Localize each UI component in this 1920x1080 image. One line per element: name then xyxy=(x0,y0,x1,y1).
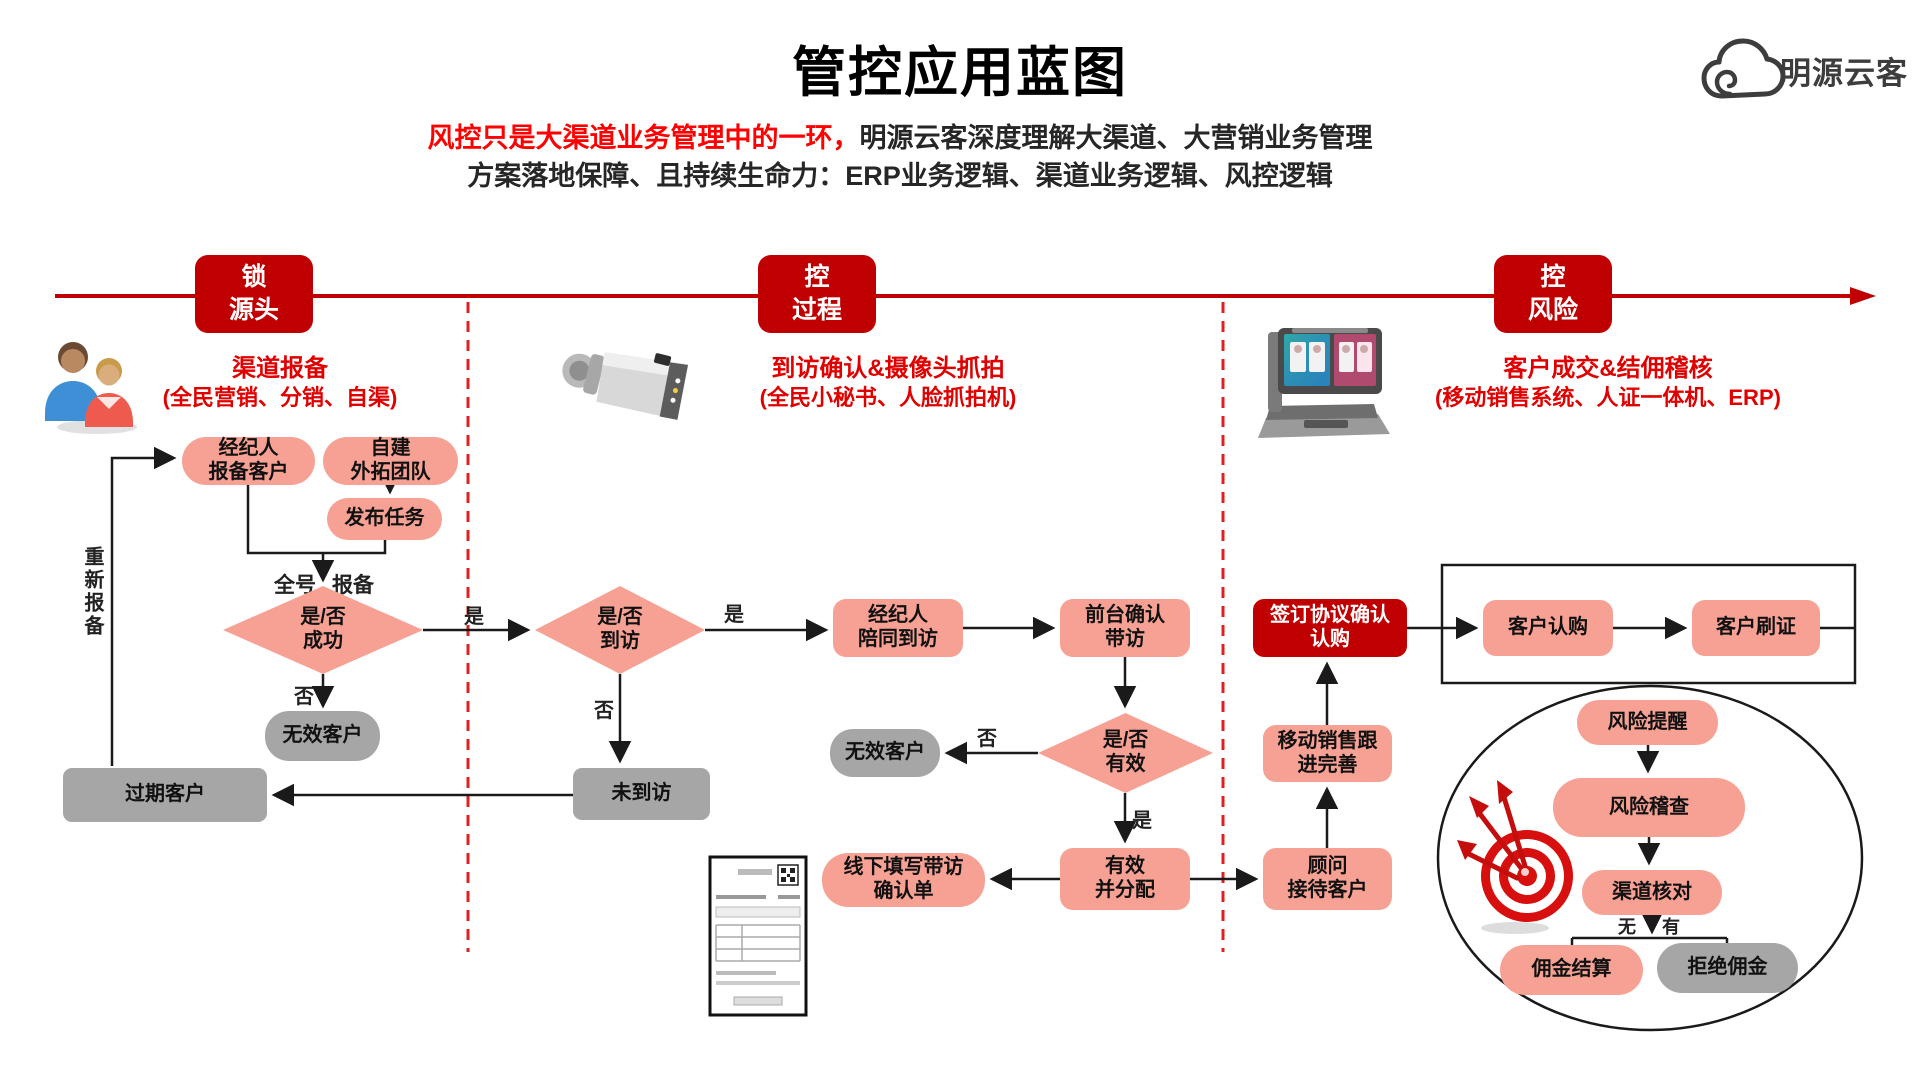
visit-form-icon xyxy=(708,855,808,1022)
subtitle-line-1: 风控只是大渠道业务管理中的一环，明源云客深度理解大渠道、大营销业务管理 xyxy=(428,116,1373,155)
node-valid-and-assign: 有效 并分配 xyxy=(1060,848,1190,910)
node-invalid-customer-1: 无效客户 xyxy=(265,711,380,761)
label-no-2: 否 xyxy=(594,700,614,722)
page-title: 管控应用蓝图 xyxy=(792,43,1128,103)
subtitle-highlight: 风控只是大渠道业务管理中的一环， xyxy=(427,123,860,153)
pos-terminal-icon xyxy=(1248,322,1396,451)
label-have: 有 xyxy=(1662,917,1680,937)
node-offline-form: 线下填写带访 确认单 xyxy=(822,853,985,907)
cloud-logo-icon xyxy=(1701,38,1786,99)
decision-visit: 是/否 到访 xyxy=(535,586,705,674)
node-agent-accompany: 经纪人 陪同到访 xyxy=(833,599,963,657)
node-advisor-reception: 顾问 接待客户 xyxy=(1263,848,1392,910)
label-re-report: 重新报备 xyxy=(81,546,103,638)
node-channel-verify: 渠道核对 xyxy=(1582,870,1722,915)
badge-lock-source: 锁 源头 xyxy=(195,255,313,333)
node-commission-settle: 佣金结算 xyxy=(1500,945,1643,995)
label-yes-1: 是 xyxy=(464,606,484,628)
decision-valid: 是/否 有效 xyxy=(1038,713,1213,793)
dartboard-icon xyxy=(1455,768,1590,945)
node-front-desk-confirm: 前台确认 带访 xyxy=(1060,599,1190,657)
node-refuse-commission: 拒绝佣金 xyxy=(1657,943,1798,993)
decision-success: 是/否 成功 xyxy=(223,586,423,674)
section3-title: 客户成交&结佣稽核 xyxy=(1503,355,1713,382)
node-agent-report: 经纪人 报备客户 xyxy=(182,437,315,485)
node-self-build-team: 自建 外拓团队 xyxy=(323,437,458,485)
section1-subtitle: (全民营销、分销、自渠) xyxy=(162,385,398,410)
node-expired-customer: 过期客户 xyxy=(63,768,267,822)
node-customer-subscribe: 客户认购 xyxy=(1483,600,1613,656)
label-no-1: 否 xyxy=(294,686,314,708)
node-publish-task: 发布任务 xyxy=(327,498,442,540)
label-yes-2: 是 xyxy=(724,604,744,626)
label-no-3: 否 xyxy=(977,728,997,750)
subtitle-rest: 明源云客深度理解大渠道、大营销业务管理 xyxy=(859,123,1373,153)
brand-logo: 明源云客 xyxy=(1700,26,1915,114)
cctv-camera-icon xyxy=(552,338,704,443)
badge-control-risk: 控 风险 xyxy=(1494,255,1612,333)
label-full-number: 全号 xyxy=(274,574,316,597)
section1-title: 渠道报备 xyxy=(232,355,328,382)
label-yes-3: 是 xyxy=(1132,810,1152,832)
node-risk-remind: 风险提醒 xyxy=(1577,700,1718,745)
node-mobile-sales-follow: 移动销售跟 进完善 xyxy=(1263,725,1392,782)
label-none: 无 xyxy=(1618,917,1636,937)
logo-text: 明源云客 xyxy=(1780,55,1908,91)
section2-title: 到访确认&摄像头抓拍 xyxy=(771,355,1005,382)
section2-subtitle: (全民小秘书、人脸抓拍机) xyxy=(759,385,1017,410)
badge-control-process: 控 过程 xyxy=(758,255,876,333)
subtitle-line-2: 方案落地保障、且持续生命力：ERP业务逻辑、渠道业务逻辑、风控逻辑 xyxy=(467,161,1333,191)
node-invalid-customer-2: 无效客户 xyxy=(830,729,940,777)
label-report: 报备 xyxy=(332,574,374,597)
section3-subtitle: (移动销售系统、人证一体机、ERP) xyxy=(1435,385,1781,410)
node-sign-confirm-subscribe: 签订协议确认 认购 xyxy=(1253,599,1407,657)
node-not-visited: 未到访 xyxy=(573,768,710,820)
node-customer-swipe-id: 客户刷证 xyxy=(1692,600,1820,656)
people-icon xyxy=(35,335,147,442)
